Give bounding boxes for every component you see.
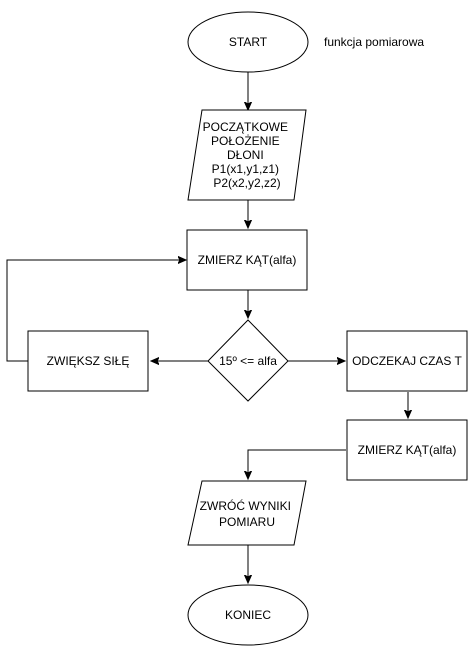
initial-position-label: POCZĄTKOWE POŁOŻENIE DŁONI P1(x1,y1,z1) … [203, 120, 292, 190]
measure-angle-label: ZMIERZ KĄT(alfa) [198, 253, 297, 267]
initial-position-line-4: P1(x1,y1,z1) [212, 162, 279, 176]
initial-position-line-1: POCZĄTKOWE [203, 120, 288, 134]
return-results-line-2: POMIARU [219, 515, 275, 529]
diagram-caption: funkcja pomiarowa [324, 35, 424, 49]
end-terminator [187, 584, 309, 646]
start-label: START [229, 35, 268, 49]
measure-angle-process [186, 229, 308, 291]
edge-increase-force-loop [6, 260, 186, 362]
initial-position-line-5: P2(x2,y2,z2) [213, 176, 280, 190]
decision-diamond [207, 319, 289, 402]
wait-label: ODCZEKAJ CZAS T [352, 354, 462, 368]
increase-force-label: ZWIĘKSZ SIŁĘ [47, 354, 130, 368]
initial-position-line-3: DŁONI [227, 148, 264, 162]
measure-angle-2-label: ZMIERZ KĄT(alfa) [358, 443, 457, 457]
wait-process [346, 330, 468, 392]
end-label: KONIEC [225, 608, 271, 622]
initial-position-line-2: POŁOŻENIE [211, 134, 280, 148]
start-terminator [187, 11, 309, 73]
return-results-line-1: ZWRÓĆ WYNIKI [200, 498, 291, 513]
return-results-output [187, 480, 307, 546]
edge-measure-angle-2-to-return-results [248, 449, 346, 479]
initial-position-input [187, 109, 307, 201]
return-results-label: ZWRÓĆ WYNIKI POMIARU [200, 498, 295, 529]
measure-angle-2-process [346, 419, 468, 481]
decision-label: 15º <= alfa [219, 354, 277, 368]
increase-force-process [27, 330, 149, 392]
